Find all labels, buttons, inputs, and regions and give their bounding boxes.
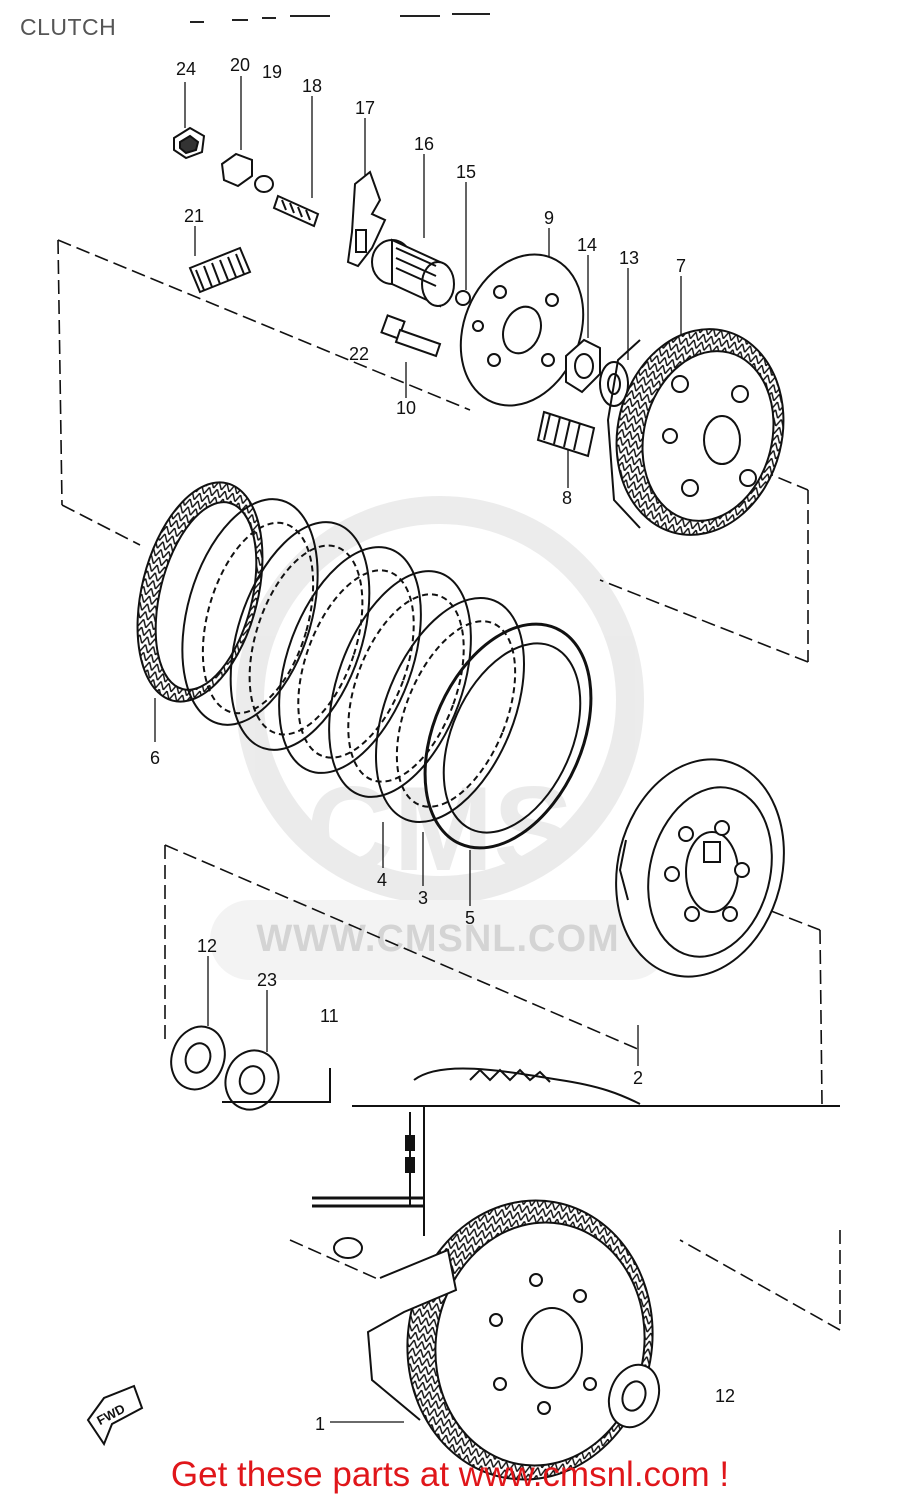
cam-16 <box>371 238 455 308</box>
washer-23 <box>224 1049 280 1111</box>
nut-24 <box>173 126 206 160</box>
label-1: 1 <box>315 1414 325 1434</box>
page-title: CLUTCH <box>20 14 117 40</box>
label-18: 18 <box>302 76 322 96</box>
label-3: 3 <box>418 888 428 908</box>
label-21: 21 <box>184 206 204 226</box>
assembly-frame-lines <box>57 239 841 1331</box>
label-8: 8 <box>562 488 572 508</box>
footer-link[interactable]: Get these parts at www.cmsnl.com ! <box>170 1455 730 1494</box>
label-24: 24 <box>176 59 196 79</box>
adjust-screw-18 <box>272 194 320 228</box>
header-dashes <box>190 13 490 23</box>
label-13: 13 <box>619 248 639 268</box>
label-12a: 12 <box>197 936 217 956</box>
clutch-housing-2 <box>615 758 785 978</box>
ball-15 <box>455 290 471 306</box>
label-10: 10 <box>396 398 416 418</box>
label-19: 19 <box>262 62 282 82</box>
watermark-text: WWW.CMSNL.COM <box>238 918 638 961</box>
spring-21 <box>188 246 252 294</box>
fwd-arrow-icon <box>86 1384 144 1447</box>
washer-12-lower <box>607 1363 661 1429</box>
label-16: 16 <box>414 134 434 154</box>
label-17: 17 <box>355 98 375 118</box>
label-20: 20 <box>230 55 250 75</box>
crankcase-section <box>222 1067 840 1236</box>
primary-gear-1 <box>333 1199 654 1481</box>
spring-8 <box>536 410 596 458</box>
label-4: 4 <box>377 870 387 890</box>
label-5: 5 <box>465 908 475 928</box>
lever-17 <box>346 170 387 268</box>
bolt-22 <box>380 314 442 358</box>
label-7: 7 <box>676 256 686 276</box>
clutch-plates-stack <box>136 481 593 850</box>
label-9: 9 <box>544 208 554 228</box>
label-6: 6 <box>150 748 160 768</box>
nut-14 <box>565 338 601 394</box>
label-15: 15 <box>456 162 476 182</box>
pressure-plate-9 <box>459 253 585 407</box>
callout-labels: 24 20 19 18 17 16 15 9 14 13 7 21 22 10 … <box>150 55 735 1434</box>
nut-20 <box>220 152 274 193</box>
leader-lines <box>154 76 682 1423</box>
label-2: 2 <box>633 1068 643 1088</box>
clutch-hub-gear-7 <box>606 328 785 536</box>
label-14: 14 <box>577 235 597 255</box>
washer-12-upper <box>170 1025 226 1091</box>
label-22: 22 <box>349 344 369 364</box>
label-12b: 12 <box>715 1386 735 1406</box>
label-11: 11 <box>320 1006 339 1026</box>
label-23: 23 <box>257 970 277 990</box>
